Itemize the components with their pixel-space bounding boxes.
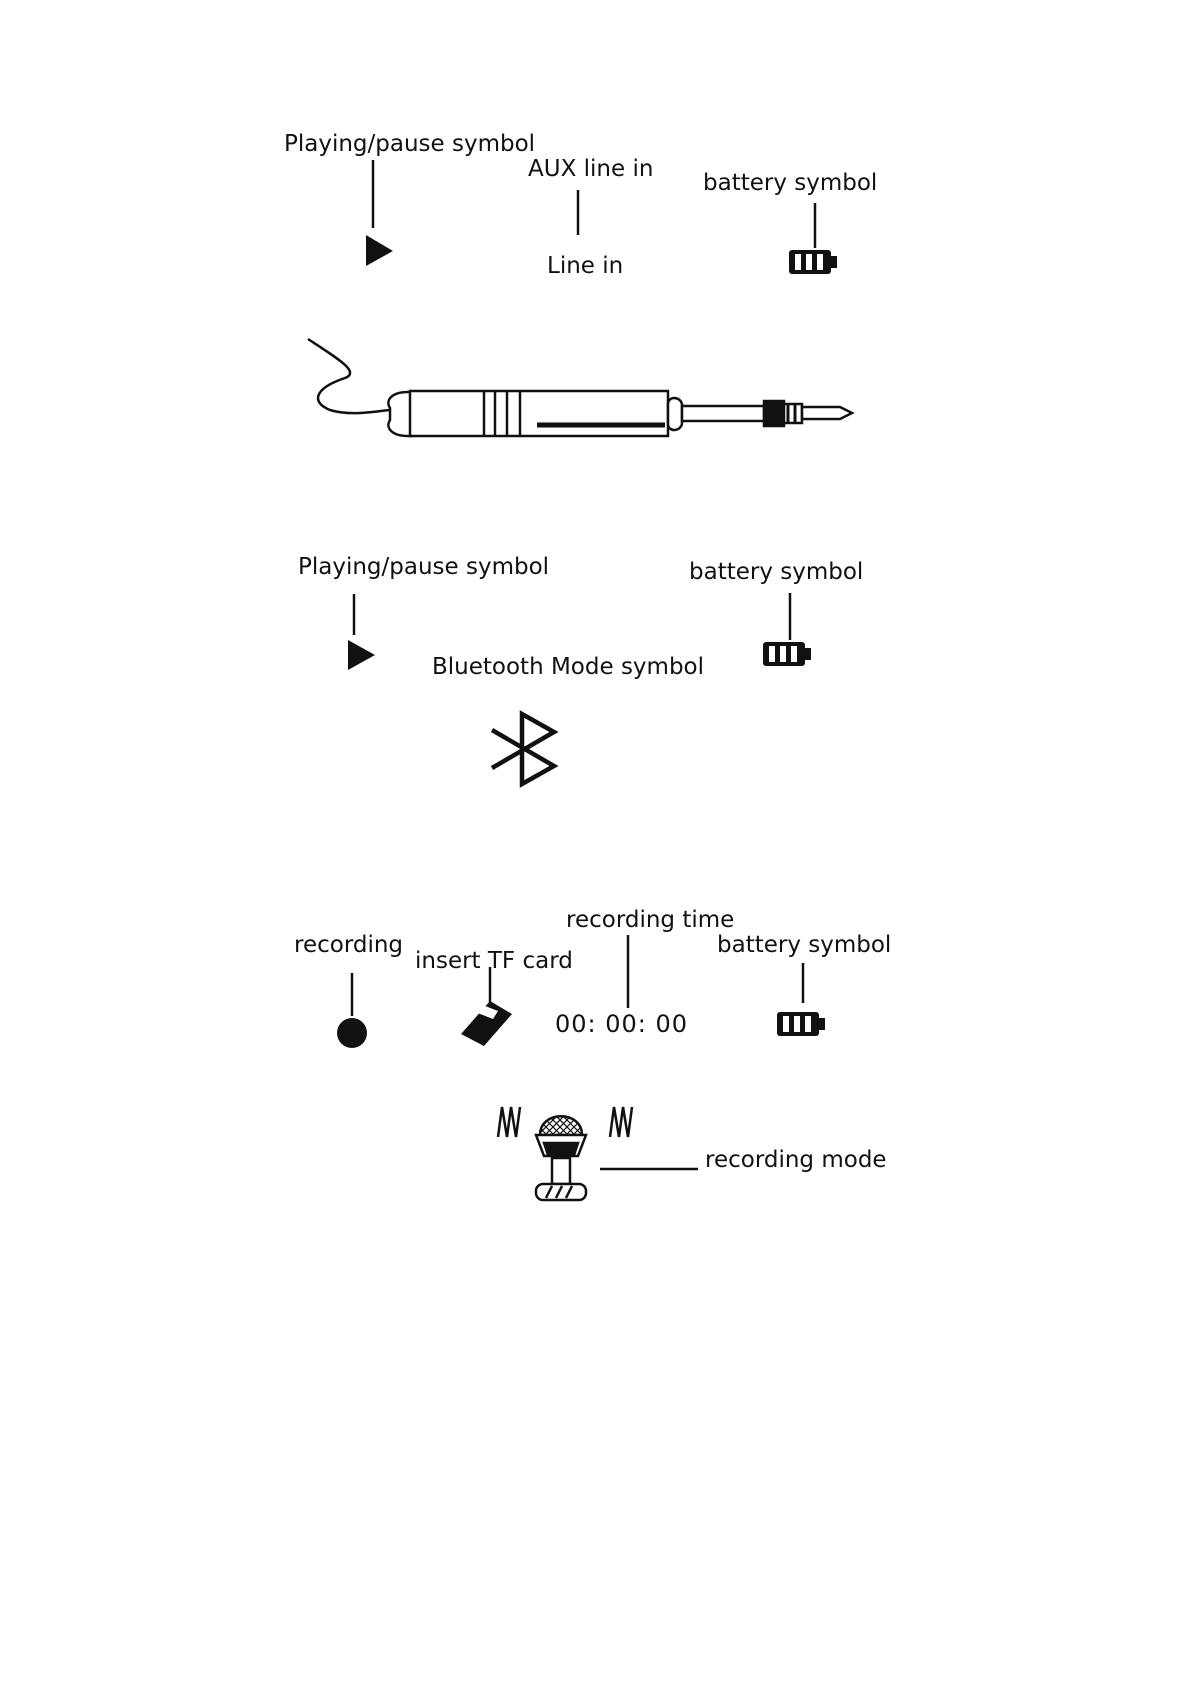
- tf-card-icon: [461, 1001, 512, 1046]
- microphone-icon: [498, 1107, 632, 1200]
- battery-icon: [789, 250, 837, 274]
- play-triangle-icon: [348, 640, 375, 670]
- record-dot-icon: [337, 1018, 367, 1048]
- play-triangle-icon: [366, 235, 393, 266]
- audio-jack-cable-icon: [308, 339, 852, 436]
- battery-icon: [777, 1012, 825, 1036]
- bluetooth-icon: [492, 714, 554, 784]
- battery-icon: [763, 642, 811, 666]
